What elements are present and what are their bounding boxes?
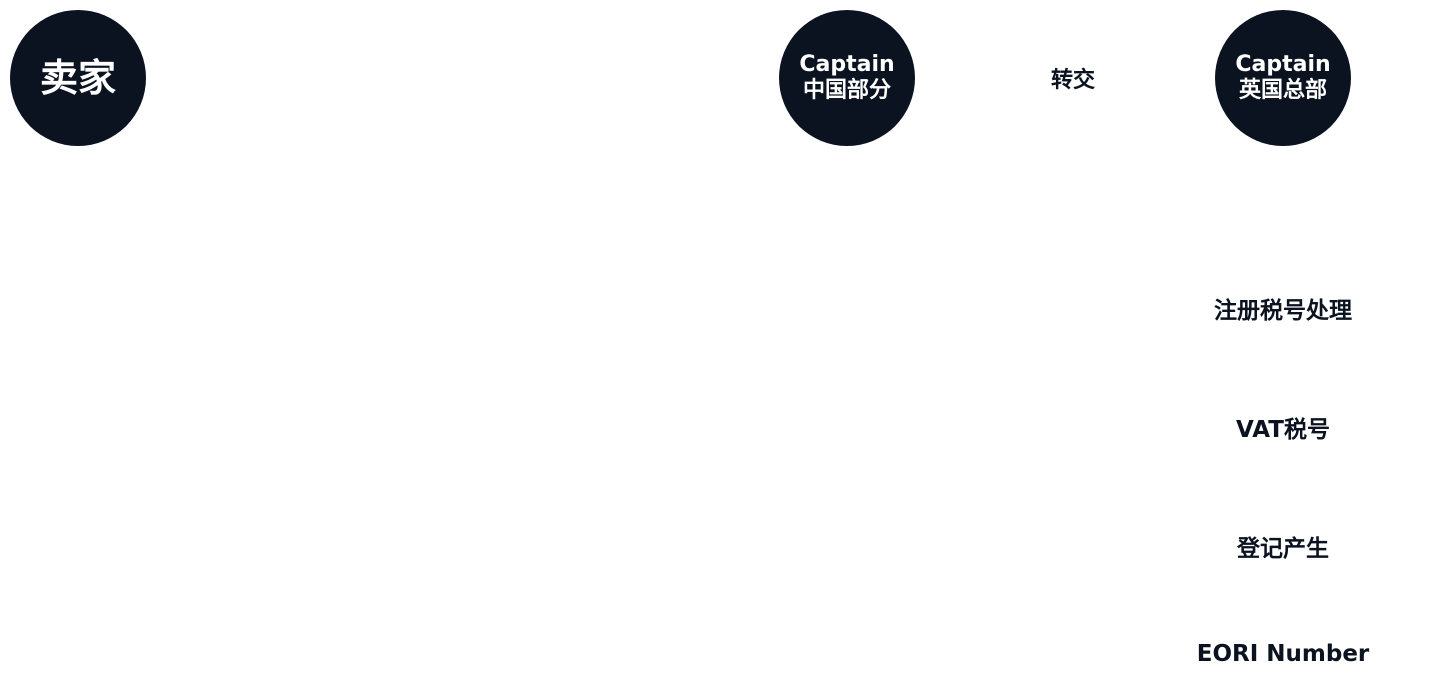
node-captain-uk: Captain 英国总部 (1215, 10, 1351, 146)
node-captain-china-line2: 中国部分 (802, 78, 891, 103)
edge-label-transfer: 转交 (1050, 68, 1096, 93)
node-seller-label: 卖家 (39, 55, 116, 100)
node-captain-uk-line2: 英国总部 (1238, 78, 1327, 103)
step-label-record: 登记产生 (1237, 536, 1329, 562)
node-captain-china-line1: Captain (799, 52, 895, 78)
step-label-eori: EORI Number (1196, 641, 1370, 667)
node-seller: 卖家 (10, 10, 146, 146)
step-label-register: 注册税号处理 (1214, 298, 1352, 324)
step-label-vat: VAT税号 (1236, 417, 1330, 443)
node-captain-uk-line1: Captain (1235, 52, 1331, 78)
node-captain-china: Captain 中国部分 (779, 10, 915, 146)
